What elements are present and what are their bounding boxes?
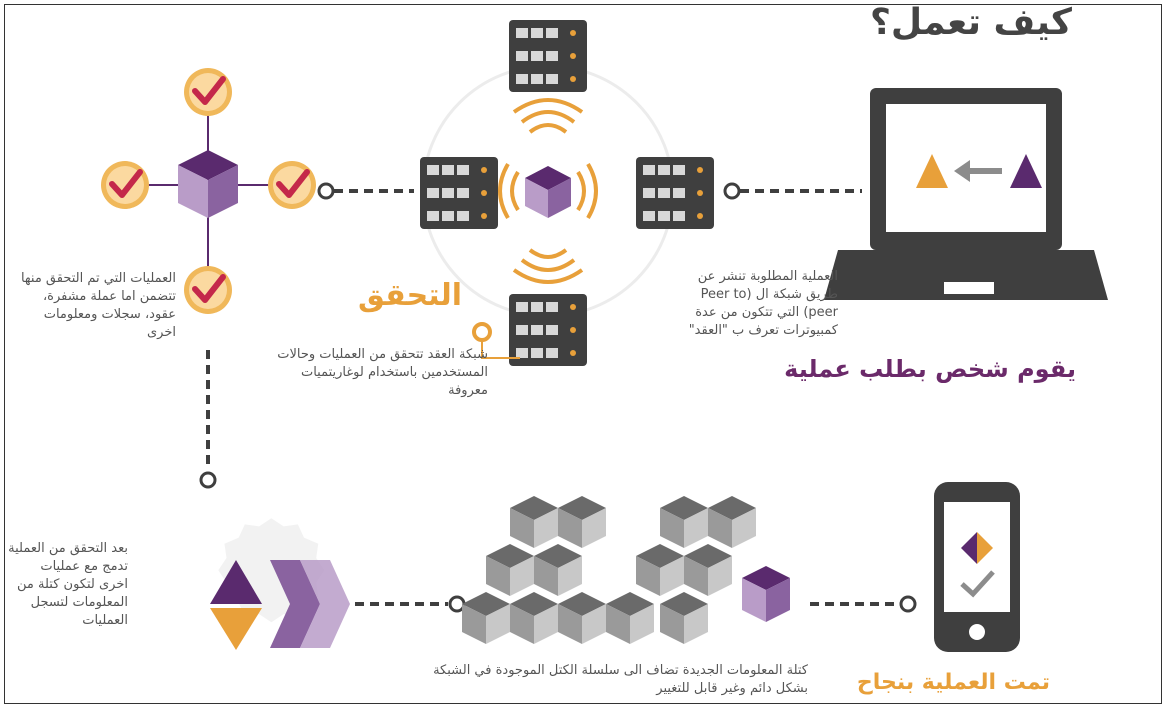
signal-waves	[498, 98, 598, 284]
blockchain-cubes	[462, 496, 790, 644]
verify-heading: التحقق	[357, 278, 462, 313]
phone-icon	[934, 482, 1020, 652]
verify-line	[262, 322, 520, 359]
verified-cross	[130, 110, 290, 268]
request-text: العملية المطلوبة تنشر عن طريق شبكة ال (P…	[688, 269, 838, 338]
infographic-frame	[4, 4, 1162, 704]
request-heading: يقوم شخص بطلب عملية	[784, 355, 1076, 383]
block-text: بعد التحقق من العملية تدمج مع عمليات اخر…	[8, 541, 128, 628]
verify-text: شبكة العقد تتحقق من العمليات وحالات المس…	[277, 347, 488, 398]
block-merge-icon	[210, 518, 350, 650]
chain-text: كتلة المعلومات الجديدة تضاف الى سلسلة ال…	[433, 663, 808, 696]
cube-icon	[525, 166, 571, 218]
page-title: كيف تعمل؟	[869, 2, 1072, 43]
laptop-icon	[824, 88, 1108, 300]
connector-nodes	[199, 182, 917, 613]
verified-text: العمليات التي تم التحقق منها تتضمن اما ع…	[20, 271, 176, 340]
done-heading: تمت العملية بنجاح	[856, 670, 1050, 695]
connector-lines	[206, 189, 898, 606]
